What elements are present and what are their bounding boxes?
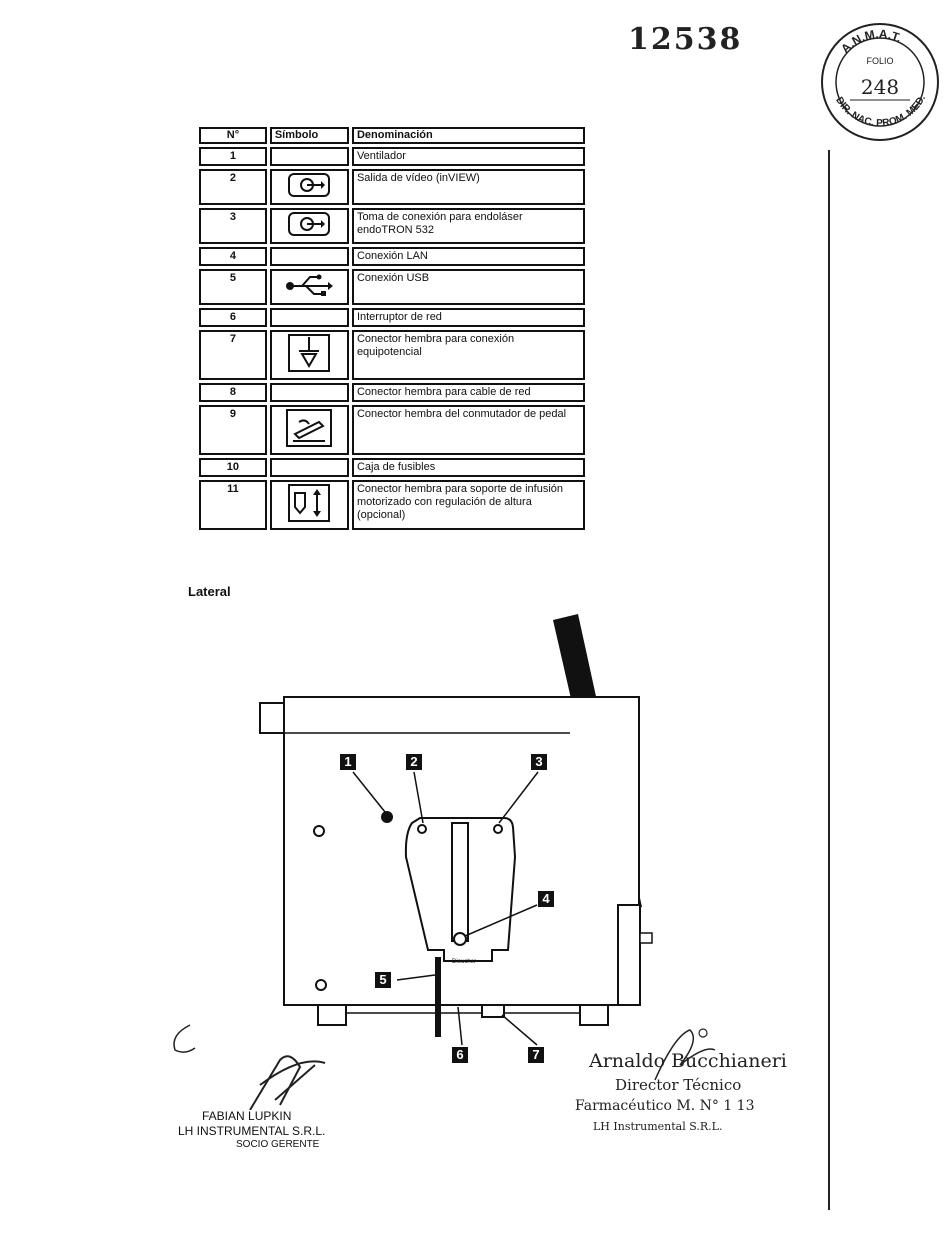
row-description: Conector hembra para conexión equipotenc…	[351, 330, 585, 380]
row-description: Conector hembra para soporte de infusión…	[351, 480, 585, 530]
row-description: Ventilador	[351, 147, 585, 166]
row-symbol	[269, 480, 349, 530]
header-symbol: Símbolo	[269, 127, 349, 144]
row-symbol	[269, 330, 349, 380]
symbol-table: N° Símbolo Denominación 1 Ventilador 2 S…	[196, 124, 588, 533]
callout-4: 4	[538, 891, 554, 907]
callout-1: 1	[340, 754, 356, 770]
row-description: Toma de conexión para endoláser endoTRON…	[351, 208, 585, 244]
row-symbol	[269, 208, 349, 244]
panel-text: Dieucher	[452, 959, 476, 965]
row-number: 2	[199, 169, 267, 205]
row-symbol	[269, 269, 349, 305]
svg-text:A.N.M.A.T.: A.N.M.A.T.	[838, 27, 904, 56]
row-symbol	[269, 169, 349, 205]
signature-block-right: Arnaldo Bucchianeri Director Técnico Far…	[565, 1028, 825, 1140]
device-side-view: Dieucher	[259, 614, 653, 1046]
video-output-icon	[288, 173, 331, 197]
header-number: N°	[199, 127, 267, 144]
row-number: 7	[199, 330, 267, 380]
row-number: 4	[199, 247, 267, 266]
handwritten-signature	[173, 1024, 326, 1111]
callout-7: 7	[528, 1047, 544, 1063]
folio-number: 12538	[628, 22, 743, 57]
row-symbol	[269, 458, 349, 477]
table-header-row: N° Símbolo Denominación	[199, 127, 585, 144]
table-row: 3 Toma de conexión para endoláser endoTR…	[199, 208, 585, 244]
row-number: 11	[199, 480, 267, 530]
table-row: 7 Conector hembra para conexión equipote…	[199, 330, 585, 380]
row-description: Salida de vídeo (inVIEW)	[351, 169, 585, 205]
usb-icon	[286, 274, 334, 296]
signer-role-left: SOCIO GERENTE	[236, 1139, 320, 1150]
signer-role-right: Director Técnico	[615, 1076, 742, 1094]
table-row: 9 Conector hembra del conmutador de peda…	[199, 405, 585, 455]
foot-pedal-icon	[286, 409, 333, 447]
table-row: 4 Conexión LAN	[199, 247, 585, 266]
signer-title-right: Farmacéutico M. N° 1 13	[575, 1098, 755, 1114]
equipotential-icon	[288, 334, 331, 372]
signer-name-left: FABIAN LUPKIN	[202, 1109, 292, 1123]
svg-text:248: 248	[861, 75, 899, 99]
row-number: 6	[199, 308, 267, 327]
row-description: Conector hembra para cable de red	[351, 383, 585, 402]
table-row: 5 Conexión USB	[199, 269, 585, 305]
row-number: 10	[199, 458, 267, 477]
row-description: Conexión USB	[351, 269, 585, 305]
signer-company-left: LH INSTRUMENTAL S.R.L.	[178, 1124, 326, 1138]
handwritten-signature-right	[654, 1028, 716, 1081]
table-row: 2 Salida de vídeo (inVIEW)	[199, 169, 585, 205]
row-symbol	[269, 383, 349, 402]
header-denomination: Denominación	[351, 127, 585, 144]
row-number: 1	[199, 147, 267, 166]
signer-company-right: LH Instrumental S.R.L.	[593, 1120, 723, 1133]
row-number: 9	[199, 405, 267, 455]
video-output-icon	[288, 212, 331, 236]
table-row: 10 Caja de fusibles	[199, 458, 585, 477]
row-description: Interruptor de red	[351, 308, 585, 327]
svg-text:FOLIO: FOLIO	[866, 56, 893, 66]
callout-5: 5	[375, 972, 391, 988]
row-number: 5	[199, 269, 267, 305]
row-description: Conexión LAN	[351, 247, 585, 266]
row-description: Caja de fusibles	[351, 458, 585, 477]
signer-name-right: Arnaldo Bucchianeri	[589, 1050, 787, 1072]
table-row: 11 Conector hembra para soporte de infus…	[199, 480, 585, 530]
row-number: 8	[199, 383, 267, 402]
callout-2: 2	[406, 754, 422, 770]
table-row: 6 Interruptor de red	[199, 308, 585, 327]
row-symbol	[269, 147, 349, 166]
section-heading: Lateral	[188, 584, 231, 599]
margin-rule	[828, 150, 830, 1210]
row-symbol	[269, 405, 349, 455]
table-row: 1 Ventilador	[199, 147, 585, 166]
ventilator-fan	[381, 811, 393, 823]
row-symbol	[269, 247, 349, 266]
table-row: 8 Conector hembra para cable de red	[199, 383, 585, 402]
callout-3: 3	[531, 754, 547, 770]
height-adjust-icon	[288, 484, 331, 522]
signature-block-left: FABIAN LUPKIN LH INSTRUMENTAL S.R.L. SOC…	[150, 1005, 380, 1155]
row-symbol	[269, 308, 349, 327]
callout-6: 6	[452, 1047, 468, 1063]
anmat-folio-stamp: A.N.M.A.T. DIR. NAC. PROM. MED. FOLIO 24…	[821, 23, 939, 141]
row-number: 3	[199, 208, 267, 244]
row-description: Conector hembra del conmutador de pedal	[351, 405, 585, 455]
